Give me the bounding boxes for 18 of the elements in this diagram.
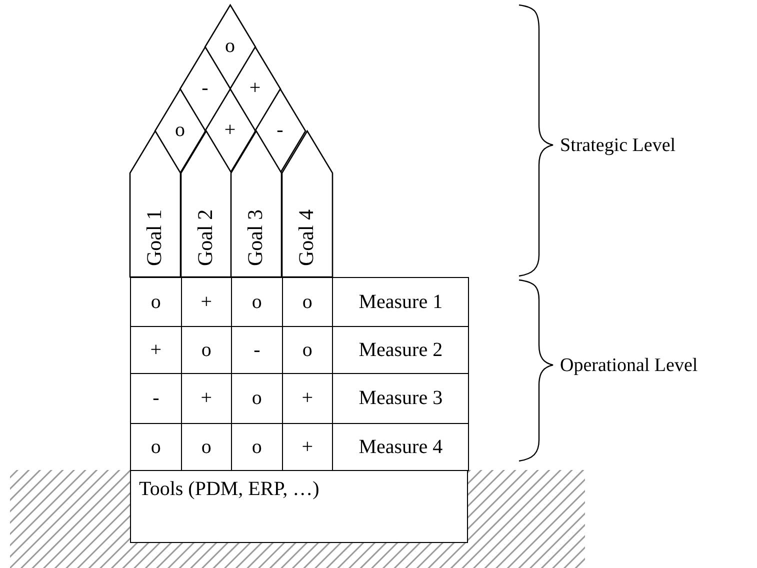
measure-cell: Measure 1 bbox=[332, 277, 470, 328]
correlation-symbol: - bbox=[200, 78, 210, 98]
foundation-box bbox=[130, 470, 468, 543]
goal-label: Goal 2 bbox=[194, 209, 216, 266]
foundation-label: Tools (PDM, ERP, …) bbox=[139, 479, 320, 499]
correlation-symbol: + bbox=[248, 78, 262, 98]
correlation-symbol: + bbox=[223, 120, 237, 140]
relationship-cell: o bbox=[130, 277, 182, 328]
correlation-symbol: o bbox=[174, 120, 186, 140]
goal-column bbox=[282, 131, 332, 277]
correlation-diamond bbox=[154, 89, 206, 173]
goal-label: Goal 1 bbox=[144, 209, 166, 266]
correlation-symbol: - bbox=[276, 120, 284, 140]
goal-label: Goal 4 bbox=[296, 209, 317, 266]
correlation-symbol: o bbox=[224, 36, 236, 56]
level-label: Strategic Level bbox=[560, 136, 676, 155]
level-label: Operational Level bbox=[560, 356, 698, 375]
goal-label: Goal 3 bbox=[245, 209, 266, 266]
